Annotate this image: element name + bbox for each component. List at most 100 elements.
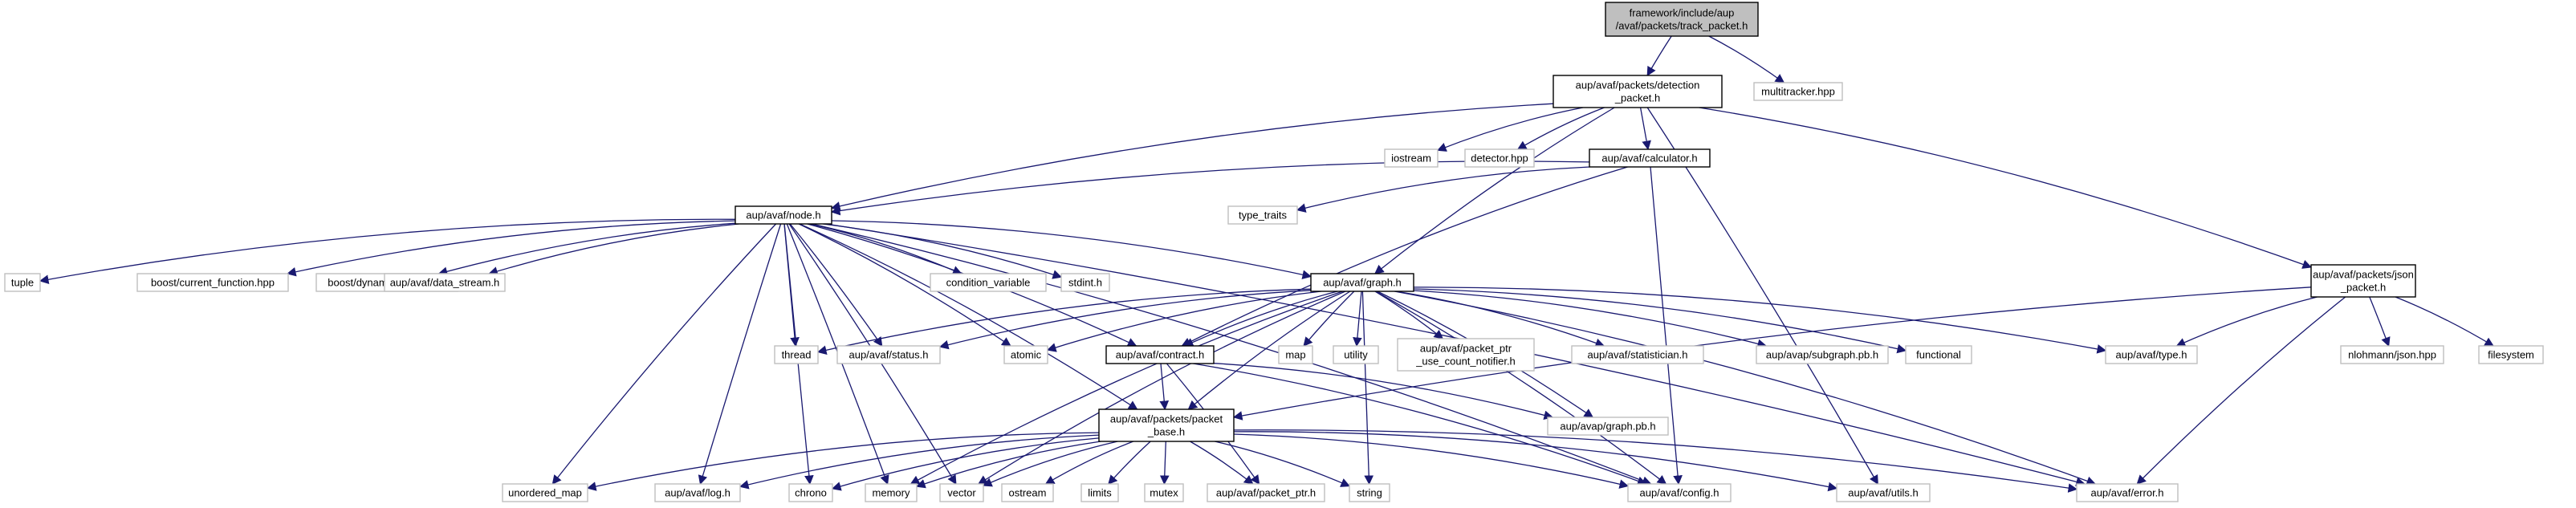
node-label: nlohmann/json.hpp — [2348, 349, 2436, 361]
node-box — [774, 345, 819, 364]
edge-packet_base-to-memory — [915, 441, 1101, 489]
node-mutex: mutex — [1144, 483, 1184, 502]
edge-graph-to-vector — [978, 291, 1346, 485]
node-label: aup/avaf/status.h — [848, 349, 928, 361]
node-label: aup/avap/subgraph.pb.h — [1766, 349, 1878, 361]
node-graph_pb: aup/avap/graph.pb.h — [1547, 417, 1669, 436]
edge-node-to-config — [812, 223, 1652, 486]
node-label: functional — [1916, 349, 1961, 361]
edge-track_packet-to-multitracker — [1708, 35, 1785, 83]
node-label: filesystem — [2488, 349, 2534, 361]
node-box — [2310, 264, 2416, 298]
node-box — [1384, 148, 1439, 168]
node-box — [939, 483, 984, 502]
edge-detection_packet-to-calculator — [1639, 107, 1651, 151]
node-box — [1605, 2, 1759, 37]
node-label: /avaf/packets/track_packet.h — [1616, 20, 1748, 32]
edge-graph-to-string — [1361, 291, 1374, 486]
node-box — [1589, 148, 1711, 168]
node-detection_packet[interactable]: aup/avaf/packets/detection_packet.h — [1553, 75, 1723, 108]
node-label: thread — [782, 349, 812, 361]
node-packet_base[interactable]: aup/avaf/packets/packet_base.h — [1098, 408, 1235, 442]
node-label: iostream — [1391, 152, 1431, 165]
node-graph[interactable]: aup/avaf/graph.h — [1310, 273, 1414, 292]
edge-graph-to-map — [1303, 291, 1355, 347]
node-label: type_traits — [1239, 209, 1287, 221]
node-data_stream: aup/avaf/data_stream.h — [384, 273, 506, 292]
node-type_traits: type_traits — [1227, 205, 1298, 225]
node-label: chrono — [795, 487, 827, 499]
node-box — [1349, 483, 1390, 502]
node-atomic: atomic — [1003, 345, 1048, 364]
node-box — [1080, 483, 1119, 502]
edge-detection_packet-to-detector — [1516, 107, 1605, 150]
edge-calculator-to-node — [830, 161, 1590, 216]
node-json_packet[interactable]: aup/avaf/packets/json_packet.h — [2310, 264, 2416, 298]
edge-packet_base-to-ostream — [1044, 441, 1134, 485]
node-chrono: chrono — [788, 483, 833, 502]
edge-packet_base-to-utils — [1233, 431, 1838, 492]
node-box — [654, 483, 741, 502]
edge-calculator-to-type_traits — [1296, 166, 1590, 213]
node-box — [788, 483, 833, 502]
node-box — [1144, 483, 1184, 502]
edge-graph-to-use_count_notifier — [1374, 291, 1444, 339]
node-label: atomic — [1011, 349, 1042, 361]
edge-detection_packet-to-json_packet — [1699, 107, 2313, 269]
edge-json_packet-to-packet_base — [1232, 287, 2312, 421]
node-box — [1098, 408, 1235, 442]
node-box — [384, 273, 506, 292]
node-box — [136, 273, 289, 292]
node-iostream: iostream — [1384, 148, 1439, 168]
node-label: _packet.h — [2340, 282, 2386, 294]
node-box — [1756, 345, 1889, 364]
node-functional: functional — [1905, 345, 1972, 364]
node-calculator[interactable]: aup/avaf/calculator.h — [1589, 148, 1711, 168]
node-use_count_notifier: aup/avaf/packet_ptr_use_count_notifier.h — [1397, 338, 1535, 372]
node-box — [865, 483, 918, 502]
node-box — [1333, 345, 1379, 364]
node-box — [1753, 82, 1843, 101]
edge-node-to-unordered_map — [551, 223, 777, 485]
node-label: condition_variable — [946, 277, 1031, 289]
node-nlohmann: nlohmann/json.hpp — [2340, 345, 2444, 364]
node-label: limits — [1088, 487, 1112, 499]
node-box — [1001, 483, 1054, 502]
node-box — [4, 273, 41, 292]
edge-node-to-log — [698, 223, 782, 486]
node-label: aup/avaf/type.h — [2116, 349, 2187, 361]
node-label: multitracker.hpp — [1761, 86, 1835, 98]
node-label: vector — [947, 487, 976, 499]
node-limits: limits — [1080, 483, 1119, 502]
node-log: aup/avaf/log.h — [654, 483, 741, 502]
node-packet_ptr: aup/avaf/packet_ptr.h — [1207, 483, 1325, 502]
node-box — [1310, 273, 1414, 292]
node-label: aup/avaf/packets/packet — [1110, 413, 1223, 425]
edge-graph-to-memory — [910, 291, 1343, 485]
edge-contract-to-graph_pb — [1213, 363, 1554, 421]
node-multitracker: multitracker.hpp — [1753, 82, 1843, 101]
node-box — [1464, 148, 1535, 168]
node-label: aup/avaf/packets/json — [2313, 269, 2414, 281]
node-label: _packet.h — [1614, 92, 1660, 104]
node-box — [735, 205, 832, 225]
edge-graph-to-functional — [1413, 288, 1907, 354]
edge-detection_packet-to-iostream — [1436, 107, 1584, 152]
node-label: aup/avaf/packet_ptr — [1420, 343, 1512, 355]
node-utility: utility — [1333, 345, 1379, 364]
node-error: aup/avaf/error.h — [2076, 483, 2179, 502]
node-label: stdint.h — [1068, 277, 1102, 289]
node-node[interactable]: aup/avaf/node.h — [735, 205, 832, 225]
node-contract[interactable]: aup/avaf/contract.h — [1105, 345, 1215, 364]
node-vector: vector — [939, 483, 984, 502]
node-track_packet[interactable]: framework/include/aup/avaf/packets/track… — [1605, 2, 1759, 37]
node-box — [2340, 345, 2444, 364]
node-filesystem: filesystem — [2478, 345, 2544, 364]
edge-packet_base-to-limits — [1108, 441, 1151, 485]
node-condition_variable: condition_variable — [930, 273, 1047, 292]
node-subgraph_pb: aup/avap/subgraph.pb.h — [1756, 345, 1889, 364]
edge-graph-to-subgraph_pb — [1413, 290, 1768, 349]
edge-track_packet-to-detection_packet — [1646, 35, 1672, 77]
edge-packet_base-to-unordered_map — [586, 432, 1100, 491]
